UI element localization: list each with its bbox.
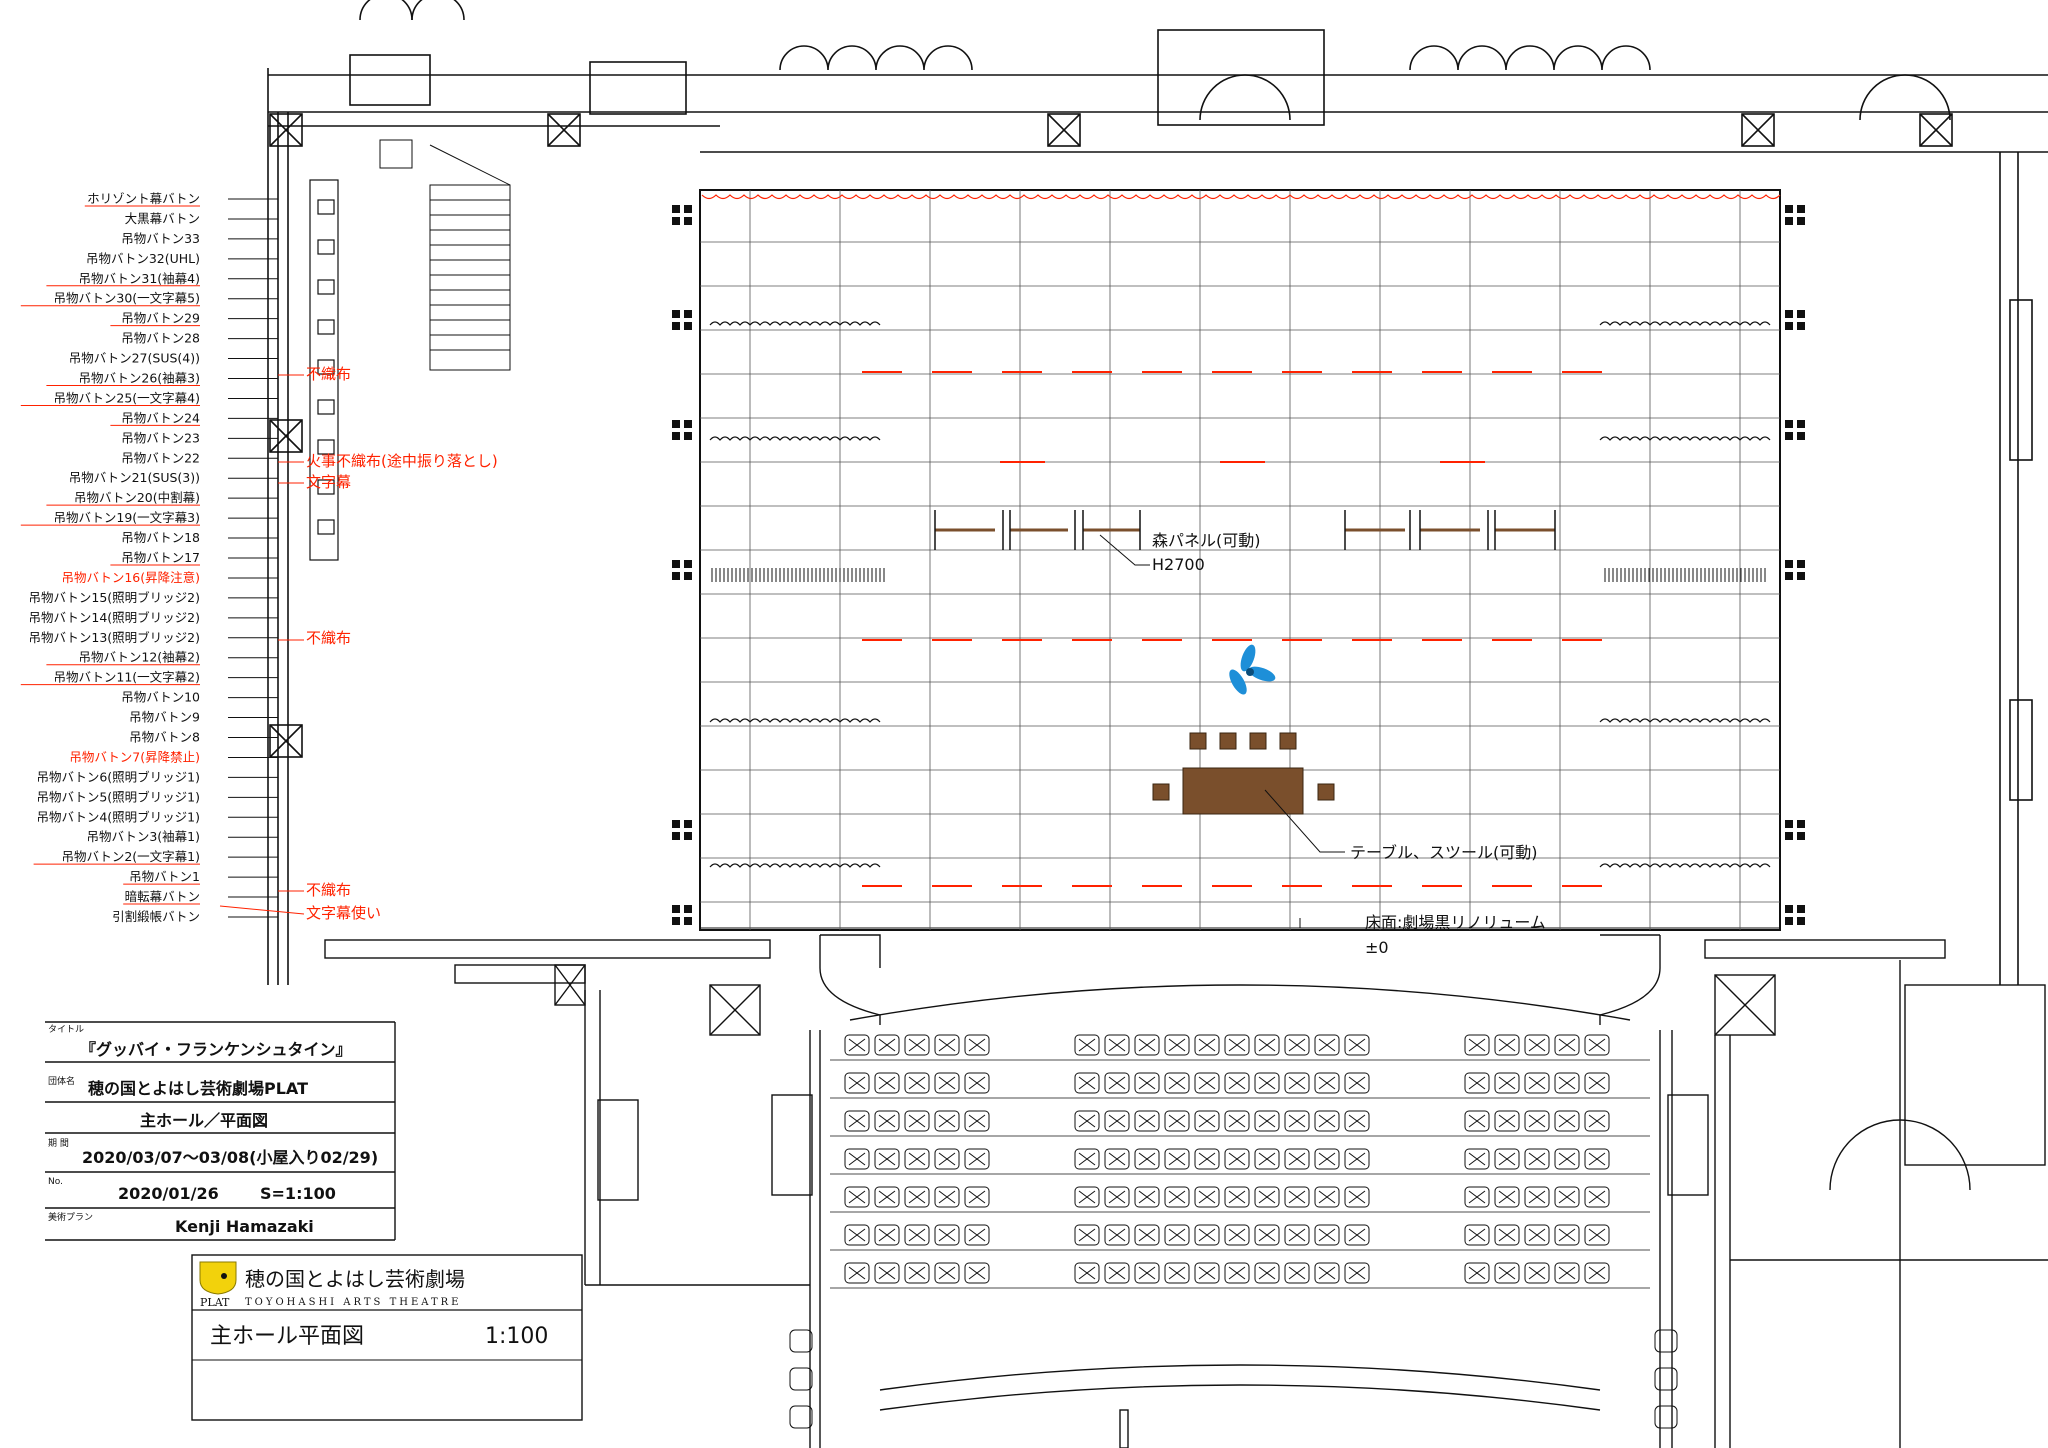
batten-label: 吊物バトン31(袖幕4) bbox=[79, 271, 201, 286]
batten-label: 吊物バトン19(一文字幕3) bbox=[54, 510, 201, 525]
batten-label: 吊物バトン1 bbox=[129, 869, 200, 884]
batten-label: 吊物バトン33 bbox=[121, 231, 200, 246]
theatre-name-en: TOYOHASHI ARTS THEATRE bbox=[245, 1297, 461, 1308]
batten-label: 吊物バトン18 bbox=[121, 530, 200, 545]
proscenium bbox=[324, 934, 2048, 1448]
batten-label: 暗転幕バトン bbox=[125, 889, 200, 904]
batten-label: 吊物バトン10 bbox=[121, 690, 200, 705]
stage-markers bbox=[672, 205, 1805, 925]
batten-label: 吊物バトン27(SUS(4)) bbox=[69, 351, 200, 366]
number-label: No. bbox=[48, 1177, 63, 1187]
pleated-curtains bbox=[711, 568, 1766, 582]
forest-panels bbox=[934, 510, 1556, 550]
note-4: 不織布 bbox=[306, 629, 351, 647]
batten-label: 吊物バトン5(照明ブリッジ1) bbox=[36, 789, 200, 804]
note-2: 火事不織布(途中振り落とし) bbox=[306, 452, 498, 470]
batten-label: 吊物バトン22 bbox=[121, 450, 200, 465]
table-stools bbox=[1152, 732, 1335, 815]
stage-area bbox=[699, 189, 1781, 931]
drawing-date: 2020/01/26 bbox=[118, 1184, 219, 1203]
red-notes: 不織布 火事不織布(途中振り落とし) 文字幕 不織布 不織布 文字幕使い bbox=[306, 365, 498, 922]
batten-label: 大黒幕バトン bbox=[125, 211, 200, 226]
note-5: 不織布 bbox=[306, 881, 351, 899]
batten-label: 吊物バトン9 bbox=[129, 710, 200, 725]
red-drop-lines bbox=[862, 371, 1602, 887]
batten-label: 吊物バトン20(中割幕) bbox=[74, 490, 200, 505]
seat-rows bbox=[830, 1059, 1650, 1289]
stage-notes: 森パネル(可動) H2700 テーブル、スツール(可動) 床面:劇場黒リノリュー… bbox=[1152, 531, 1546, 957]
batten-label: 吊物バトン21(SUS(3)) bbox=[69, 470, 200, 485]
batten-label: 吊物バトン28 bbox=[121, 331, 200, 346]
batten-label: 吊物バトン6(照明ブリッジ1) bbox=[36, 769, 200, 784]
designer-name: Kenji Hamazaki bbox=[175, 1217, 314, 1236]
batten-label: 吊物バトン4(照明ブリッジ1) bbox=[36, 809, 200, 824]
play-title: 『グッバイ・フランケンシュタイン』 bbox=[80, 1040, 352, 1059]
theatre-block: PLAT 穂の国とよはし芸術劇場 TOYOHASHI ARTS THEATRE … bbox=[191, 1254, 583, 1421]
title-block: タイトル 『グッバイ・フランケンシュタイン』 団体名 穂の国とよはし芸術劇場PL… bbox=[45, 1021, 396, 1250]
batten-label: 吊物バトン16(昇降注意) bbox=[61, 570, 200, 585]
batten-label: 吊物バトン30(一文字幕5) bbox=[54, 291, 201, 306]
floor-note: 床面:劇場黒リノリューム bbox=[1365, 913, 1546, 932]
counterweight-rail bbox=[309, 179, 339, 561]
batten-label: 吊物バトン17 bbox=[121, 550, 200, 565]
batten-label: 吊物バトン8 bbox=[129, 730, 200, 745]
batten-label: 吊物バトン32(UHL) bbox=[86, 251, 200, 266]
batten-label: ホリゾント幕バトン bbox=[87, 191, 200, 206]
batten-label: 吊物バトン11(一文字幕2) bbox=[54, 670, 201, 685]
batten-label: 吊物バトン25(一文字幕4) bbox=[54, 390, 201, 405]
stairs bbox=[379, 139, 511, 371]
batten-label: 吊物バトン2(一文字幕1) bbox=[61, 849, 200, 864]
auditorium-seats bbox=[789, 1034, 1678, 1429]
period-value: 2020/03/07〜03/08(小屋入り02/29) bbox=[82, 1148, 378, 1167]
batten-label: 吊物バトン24 bbox=[121, 410, 200, 425]
batten-label: 吊物バトン29 bbox=[121, 311, 200, 326]
note-1: 不織布 bbox=[306, 365, 351, 383]
title-label: タイトル bbox=[48, 1024, 84, 1035]
batten-label: 吊物バトン7(昇降禁止) bbox=[69, 749, 200, 764]
wing-curtains bbox=[709, 321, 1771, 868]
drawing-name: 主ホール／平面図 bbox=[140, 1111, 268, 1130]
fan-icon bbox=[1229, 644, 1276, 695]
batten-label: 引割緞帳バトン bbox=[112, 909, 200, 924]
height-note: H2700 bbox=[1152, 555, 1205, 574]
batten-label: 吊物バトン13(照明ブリッジ2) bbox=[29, 630, 201, 645]
note-6: 文字幕使い bbox=[306, 904, 381, 922]
group-name: 穂の国とよはし芸術劇場PLAT bbox=[88, 1079, 308, 1098]
plat-logo-icon: PLAT bbox=[199, 1261, 237, 1309]
batten-label: 吊物バトン23 bbox=[121, 430, 200, 445]
theatre-name-jp: 穂の国とよはし芸術劇場 bbox=[245, 1267, 465, 1291]
level-note: ±0 bbox=[1365, 938, 1389, 957]
theatre-scale: 1:100 bbox=[485, 1324, 548, 1349]
batten-label: 吊物バトン3(袖幕1) bbox=[86, 829, 200, 844]
drawing-scale: S=1:100 bbox=[260, 1184, 336, 1203]
table-note: テーブル、スツール(可動) bbox=[1350, 843, 1538, 862]
batten-label: 吊物バトン12(袖幕2) bbox=[79, 650, 201, 665]
batten-label: 吊物バトン15(照明ブリッジ2) bbox=[29, 590, 201, 605]
mori-panel-note: 森パネル(可動) bbox=[1152, 531, 1261, 550]
designer-label: 美術プラン bbox=[48, 1211, 93, 1223]
logo-text: PLAT bbox=[200, 1296, 230, 1309]
batten-label: 吊物バトン26(袖幕3) bbox=[79, 371, 201, 386]
period-label: 期 間 bbox=[48, 1138, 69, 1149]
note-3: 文字幕 bbox=[306, 473, 351, 491]
group-label: 団体名 bbox=[48, 1075, 75, 1087]
theatre-drawing: 主ホール平面図 bbox=[210, 1324, 364, 1349]
batten-label: 吊物バトン14(照明ブリッジ2) bbox=[29, 610, 201, 625]
